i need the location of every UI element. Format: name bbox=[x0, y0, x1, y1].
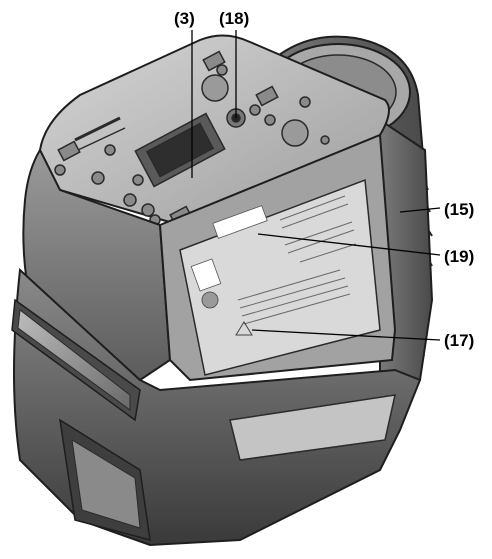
laser-window-lower bbox=[59, 418, 151, 542]
lower-side-stripe bbox=[229, 394, 396, 461]
callout-17: (17) bbox=[444, 331, 474, 350]
leader-19 bbox=[257, 233, 441, 256]
top-plate-features bbox=[54, 50, 330, 227]
callout-18: (18) bbox=[219, 9, 249, 28]
leader-15 bbox=[399, 207, 441, 213]
callout-19: (19) bbox=[444, 247, 474, 266]
warning-label bbox=[179, 178, 381, 376]
laser-window-front bbox=[11, 298, 141, 422]
leader-17 bbox=[251, 329, 441, 341]
callout-3: (3) bbox=[174, 9, 195, 28]
leader-lines bbox=[191, 30, 441, 341]
callout-15: (15) bbox=[444, 200, 474, 219]
